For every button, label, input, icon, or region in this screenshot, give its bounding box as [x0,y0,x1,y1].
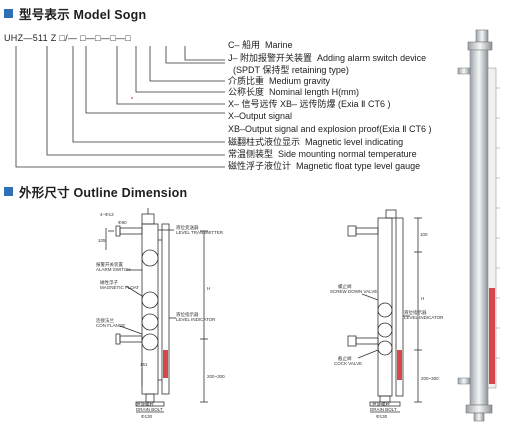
label2-drain-cn: 泄放螺栓 [372,401,390,408]
label-alarm-en: ALARM SWITCH [96,267,131,272]
code-part: □ [80,33,86,43]
dim-4-phi13: 4–Φ13 [100,212,114,217]
outline-section-header: 外形尺寸 Outline Dimension [4,182,187,201]
model-code: UHZ—511 Z □/— □—□—□—□ [4,33,131,43]
desc-marine: C– 船用 Marine [228,40,293,50]
model-section-title: 型号表示 Model Sogn [19,8,147,22]
dim-105: 105 [98,238,106,243]
dim2-h: H [421,296,424,301]
code-part: □ [125,33,132,43]
code-part: — [85,33,96,43]
dim-phi130: Φ130 [141,414,153,419]
model-section-header: 型号表示 Model Sogn [4,4,146,23]
desc-float-gauge: 磁性浮子液位计 Magnetic float type level gauge [228,161,421,171]
code-part: — [67,33,78,43]
label-drain-cn: 泄放螺栓 [136,401,154,408]
code-part: / [65,33,68,43]
dim-151: 151 [140,362,148,367]
label2-screw-valve-cn: 螺止阀 [338,283,352,290]
code-part: 511 [32,33,48,43]
label-transmitter-en: LEVEL TRANSMITTER [176,230,224,235]
label-flange-cn: 连接法兰 [96,317,114,324]
label2-indicator-en: LEVEL INDICATOR [404,315,444,320]
label-float-en: MAGNETIC FLOAT [100,285,139,290]
label2-screw-valve-en: SCREW DOWN VALVE [330,289,377,294]
code-part: □ [59,33,66,43]
desc-side-mounting: 常温侧装型 Side mounting normal temperature [228,149,417,159]
desc-alarm: J– 附加报警开关装置 Adding alarm switch device [228,53,427,63]
dim-200-300: 200~300 [207,374,225,379]
label2-cock-valve-en: COCK VALVE [334,361,362,366]
desc-signal-cn: X– 信号远传 XB– 远传防爆 (Exia Ⅱ CT6 ) [228,99,391,109]
outline-drawing-1: 4–Φ13 Φ80 105 H 151 200~300 Φ130 液位变送器 L… [96,208,225,419]
dim-h: H [207,286,210,291]
code-part: □ [110,33,116,43]
outline-section-title: 外形尺寸 Outline Dimension [19,186,188,200]
label-float-cn: 磁性浮子 [100,279,118,286]
label-indicator-cn: 液位指示器 [176,311,199,318]
desc-explosion-proof: XB–Output signal and explosion proof(Exi… [228,124,432,134]
dim-phi80: Φ80 [118,220,127,225]
label-indicator-en: LEVEL INDICATOR [176,317,216,322]
desc-magnetic-indicating: 磁翻柱式液位显示 Magnetic level indicating [228,137,404,147]
dim2-200-300: 200~300 [421,376,439,381]
label2-cock-valve-cn: 截止阀 [338,355,352,362]
desc-spdt: (SPDT 保持型 retaining type) [233,65,349,75]
label2-drain-en: DRAIN BOLT [370,407,397,412]
label2-indicator-cn: 液位指示器 [404,309,427,316]
desc-output-signal: X–Output signal [228,111,293,121]
dim2-phi130: Φ130 [376,414,388,419]
section-square-icon [4,9,13,18]
outline-drawing-2: 100 H 200~300 Φ130 螺止阀 SCREW DOWN VALVE … [330,209,444,419]
label-transmitter-cn: 液位变送器 [176,224,199,231]
desc-gravity: 介质比重 Medium gravity [228,76,331,86]
label-drain-en: DRAIN BOLT [136,407,163,412]
code-part: — [23,33,33,43]
label-alarm-cn: 报警开关装置 [96,261,123,268]
code-part: — [115,33,126,43]
desc-length: 公称长度 Nominal length H(mm) [228,87,360,97]
dim2-100: 100 [420,232,428,237]
product-photo [457,29,500,422]
code-part: □ [95,33,101,43]
code-part: Z [50,33,57,43]
code-part: — [100,33,111,43]
model-leader-lines [15,46,225,168]
section-square-icon [4,187,13,196]
label-flange-en: CON FLANGE [96,323,125,328]
code-part: UHZ [4,33,24,43]
